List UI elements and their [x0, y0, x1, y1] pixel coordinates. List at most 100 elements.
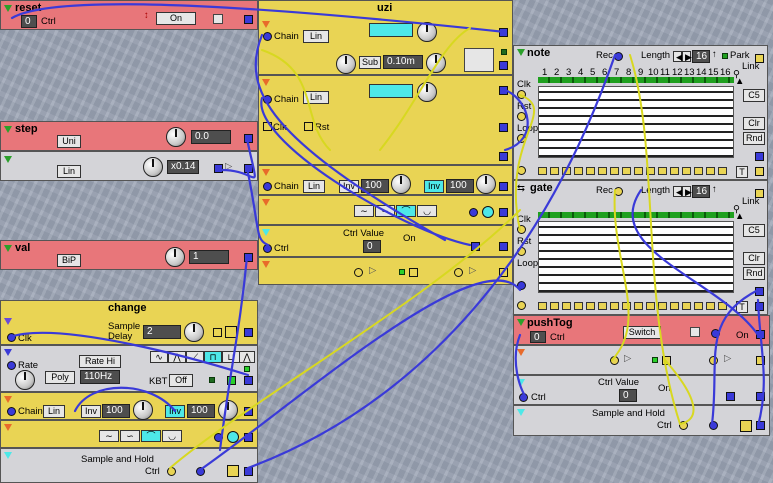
module-collapse-icon[interactable]	[262, 199, 270, 206]
c5-button[interactable]: C5	[743, 89, 765, 102]
module-collapse-icon[interactable]	[517, 379, 525, 386]
uzi-mix-output[interactable]	[499, 182, 508, 191]
pushtog-output-port[interactable]	[756, 330, 765, 339]
gate-type-icon[interactable]: ⇆	[517, 183, 525, 194]
gate-output-port[interactable]	[755, 287, 764, 296]
pushtog-toggle[interactable]	[690, 327, 700, 337]
module-collapse-icon[interactable]	[262, 21, 270, 28]
mix-output-port[interactable]	[244, 407, 253, 416]
lin-button[interactable]: Lin	[57, 165, 81, 178]
clr-button[interactable]: Clr	[743, 252, 765, 265]
uzi-output-2[interactable]	[499, 61, 508, 70]
shape-input-port[interactable]	[469, 208, 478, 217]
loop-input-port[interactable]	[517, 134, 526, 143]
logic-out-port[interactable]	[409, 268, 418, 277]
pushtog-aux-port[interactable]	[711, 329, 720, 338]
scroll-up-icon[interactable]: ▲	[735, 76, 745, 87]
up-arrow-icon[interactable]: ↑	[712, 184, 717, 195]
inv-button-2[interactable]: Inv	[424, 180, 444, 193]
shape-2-button[interactable]: ∽	[120, 430, 140, 442]
module-collapse-icon[interactable]	[4, 452, 12, 459]
link-port[interactable]	[755, 189, 764, 198]
gate-bottom-port[interactable]	[517, 301, 526, 310]
shape-1-button[interactable]: ∼	[99, 430, 119, 442]
c5-button[interactable]: C5	[743, 224, 765, 237]
clk-input-port[interactable]	[517, 90, 526, 99]
shape-output-port[interactable]	[244, 433, 253, 442]
wave-square-button[interactable]: ⊓	[204, 351, 222, 363]
t-output-port[interactable]	[755, 167, 764, 176]
module-collapse-icon[interactable]	[262, 229, 270, 236]
gate-step-3[interactable]	[562, 167, 571, 175]
delay-aux-port[interactable]	[213, 328, 222, 337]
loop-input-port[interactable]	[517, 281, 526, 290]
gate2-step-7[interactable]	[610, 302, 619, 310]
osc-output-port[interactable]	[227, 376, 236, 385]
gate-step-16[interactable]	[718, 167, 727, 175]
mix-knob-2[interactable]	[218, 400, 238, 420]
rate-knob[interactable]	[15, 370, 35, 390]
chain-input-port-3[interactable]	[263, 182, 272, 191]
ctrl-out-2[interactable]	[499, 242, 508, 251]
toggle-box[interactable]	[213, 14, 223, 24]
gate2-step-9[interactable]	[634, 302, 643, 310]
gate-step-2[interactable]	[550, 167, 559, 175]
module-collapse-icon[interactable]	[4, 156, 12, 163]
rst-input-port[interactable]	[517, 112, 526, 121]
rec-port[interactable]	[614, 187, 623, 196]
t-button[interactable]: T	[736, 166, 748, 178]
logic-out-2[interactable]	[499, 268, 508, 277]
shape-2-button[interactable]: ∽	[375, 205, 395, 217]
sah-ctrl-port[interactable]	[167, 467, 176, 476]
gate2-step-14[interactable]	[694, 302, 703, 310]
module-collapse-icon[interactable]	[4, 318, 12, 325]
gate-grid[interactable]	[538, 221, 734, 293]
t-output-port[interactable]	[755, 302, 764, 311]
length-up[interactable]: ▶	[682, 186, 692, 197]
lock-icon[interactable]: ⚲	[733, 69, 740, 80]
length-down[interactable]: ◀	[673, 186, 683, 197]
reset-output-port[interactable]	[244, 15, 253, 24]
step-output-port[interactable]	[244, 134, 253, 143]
module-collapse-icon[interactable]	[262, 79, 270, 86]
updown-icon[interactable]: ↕	[144, 10, 149, 21]
gate-step-1[interactable]	[538, 167, 547, 175]
note-bottom-port[interactable]	[517, 166, 526, 175]
module-collapse-icon[interactable]	[4, 245, 12, 252]
uzi-knob-1[interactable]	[417, 22, 437, 42]
gate-step-13[interactable]	[682, 167, 691, 175]
waveform-box[interactable]	[464, 48, 494, 72]
val-output-port[interactable]	[244, 253, 253, 262]
gate2-step-16[interactable]	[718, 302, 727, 310]
sub-button[interactable]: Sub	[359, 56, 381, 69]
uzi-mix-knob-1[interactable]	[391, 174, 411, 194]
shape-3-button[interactable]: ⌒	[141, 430, 161, 442]
chain-input-port-2[interactable]	[263, 95, 272, 104]
mult-knob[interactable]	[143, 157, 163, 177]
clk-input-port[interactable]	[263, 122, 272, 131]
logic-input-port[interactable]	[610, 356, 619, 365]
gate-step-11[interactable]	[658, 167, 667, 175]
delay-knob[interactable]	[184, 322, 204, 342]
gate-step-7[interactable]	[610, 167, 619, 175]
shape-4-button[interactable]: ◡	[417, 205, 437, 217]
ctrl-out-1[interactable]	[471, 242, 480, 251]
wave-sine-button[interactable]: ∿	[150, 351, 168, 363]
logic-input-port[interactable]	[354, 268, 363, 277]
inv-button[interactable]: Inv	[339, 180, 359, 193]
rst-input-port[interactable]	[304, 122, 313, 131]
rec-port[interactable]	[614, 52, 623, 61]
module-collapse-icon[interactable]	[517, 49, 525, 56]
sah-ctrl-port[interactable]	[679, 421, 688, 430]
sah-input-port[interactable]	[709, 421, 718, 430]
wave-pulse-button[interactable]: ⊔	[222, 351, 240, 363]
clr-button[interactable]: Clr	[743, 117, 765, 130]
module-collapse-icon[interactable]	[517, 319, 525, 326]
shape-1-button[interactable]: ∼	[354, 205, 374, 217]
gate2-step-5[interactable]	[586, 302, 595, 310]
uzi-knob-2[interactable]	[336, 54, 356, 74]
uzi-knob-3[interactable]	[426, 53, 446, 73]
lin-button-3[interactable]: Lin	[303, 180, 325, 193]
rst-input-port[interactable]	[517, 247, 526, 256]
link-port[interactable]	[755, 54, 764, 63]
